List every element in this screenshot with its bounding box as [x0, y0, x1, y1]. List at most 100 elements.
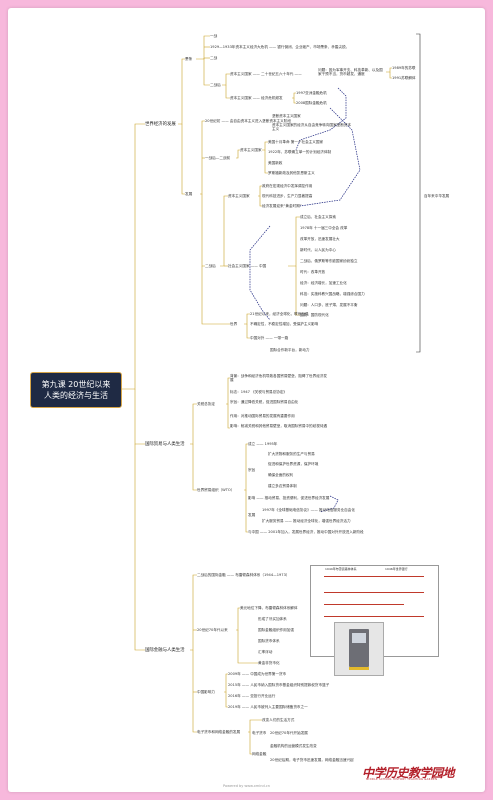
- branch-economy[interactable]: 世界经济的发展: [145, 122, 176, 127]
- table-highlight-4: [324, 616, 424, 618]
- node-keynes: 罗斯福新政及其他凯恩斯主义: [268, 171, 315, 175]
- connector-postwar-soc: [225, 85, 230, 99]
- node-tech-progress: 现代科技进步，生产力显著提高: [262, 194, 313, 198]
- node-monopoly-state: 垄断资本主义国家: [272, 114, 301, 118]
- connector-interwar-1: [262, 141, 268, 151]
- node-bretton-woods[interactable]: 二战后的国际金融 —— 布雷顿森林体系（1944—1973）: [197, 573, 290, 577]
- connector-root-trade: [134, 389, 145, 445]
- table-title-left: 1944年布雷顿森林体系: [325, 567, 357, 571]
- node-wto[interactable]: 世界贸易组织（WTO）: [197, 488, 235, 492]
- connector-postwar-cap: [222, 73, 230, 86]
- connector-wto-bottom: [245, 490, 248, 533]
- connector-dev-postwar: [201, 194, 205, 267]
- node-postwar-b: 二战后: [205, 264, 216, 268]
- connector-crisis-2008: [293, 98, 296, 104]
- node-golden-age: 经济发展迎来“黄金时期”: [262, 204, 302, 208]
- node-gatt-aim: 宗旨：通过降低关税，促进国际贸易自由化: [230, 400, 299, 404]
- node-development[interactable]: 发展: [185, 192, 193, 196]
- dashed-link-3: [249, 225, 271, 321]
- branch-trade[interactable]: 国际贸易与人类生活: [145, 442, 185, 447]
- node-postwar-cap: 资本主义国家: [228, 194, 250, 198]
- node-wto-effect: 影响 —— 推动贸易、投资便利，促进世界经济发展: [248, 496, 330, 500]
- connector-depression-postwar: [203, 58, 210, 86]
- connector-em-bottom: [249, 732, 252, 755]
- root-title-line2: 人类的经济与生活: [44, 391, 108, 400]
- node-cn-2019: 2019年 —— 人民币被列入主要国际储备货币之一: [228, 705, 308, 709]
- node-20c-early: 20世纪初 —— 由自由资本主义进入垄断资本主义阶段: [205, 119, 291, 123]
- node-gatt-bg: 背景：战争和经济危机导致各国贸易壁垒，阻碍了世界经济发展: [230, 374, 328, 382]
- side-bracket: [416, 33, 421, 353]
- node-china-10: 国防：国防现代化: [300, 313, 329, 317]
- node-interwar: 一战后—二战前: [205, 156, 231, 160]
- connector-ussr-1: [386, 67, 392, 73]
- node-china-2: 1978年 十一届三中全会 改革: [300, 226, 348, 230]
- node-e-money[interactable]: 电子货币和网络金融的发展: [197, 730, 241, 734]
- connector-ussr-2: [389, 72, 392, 79]
- node-gov-regulation: 政府在宏观经济中发挥调控作用: [262, 184, 313, 188]
- node-world-2: 不确定性，不稳定性增加，受保护主义影响: [250, 322, 319, 326]
- connector-dev-world: [201, 266, 230, 325]
- node-china-6: 时代：改革开放: [300, 270, 326, 274]
- atm-screen: [352, 633, 366, 643]
- node-world-3: 中国对外 —— 一带一路: [250, 336, 289, 340]
- side-label: 百年来中华发展: [424, 194, 450, 198]
- node-2008-crisis: 2008国际金融危机: [296, 101, 327, 105]
- node-wto-dev-1: 1997年《全球基础电信协议》—— 推动电信服务业自由化: [262, 508, 355, 512]
- node-china-influence[interactable]: 中国影响力: [197, 690, 215, 694]
- node-monopoly-shift: 资本主义国家的经济从自由竞争转向国家垄断资本主义: [272, 123, 352, 131]
- node-em-3: 20世纪70年代开始发展: [270, 731, 308, 735]
- node-cap-1960s: 资本主义国家 —— 二十世纪五六十年代 ——: [230, 72, 302, 76]
- dashed-link-4: [319, 495, 339, 513]
- node-great-crisis: 1929—1933年资本主义经济大危机 —— 银行倒闭、企业破产、市场萧条、矛盾…: [210, 45, 350, 49]
- node-china-1: 成立后，社会主义探索: [300, 215, 336, 219]
- node-world-4: 国际合作新平台，新动力: [270, 348, 310, 352]
- node-wto-founded: 成立 —— 1995年: [248, 442, 278, 446]
- node-1970s-1: 美元地位下降，布雷顿森林体系解体: [240, 606, 298, 610]
- connector-world-2: [246, 324, 250, 339]
- node-em-6: 20世纪后期，电子货币迅速发展，网络金融迅速兴起: [270, 758, 354, 762]
- node-wto-aim-3: 确保全面的权利: [268, 473, 294, 477]
- connector-em-top: [248, 719, 262, 733]
- node-gatt[interactable]: 关税总协定: [197, 402, 215, 406]
- node-ww1: 一战: [210, 34, 218, 38]
- table-highlight-3: [324, 604, 404, 606]
- connector-wto-top: [244, 443, 248, 491]
- connector-interwar-2: [264, 150, 268, 174]
- table-title-right: 1946年世界银行: [385, 567, 408, 571]
- node-1970s[interactable]: 20世纪70年代以来: [197, 628, 228, 632]
- connector-gatt-bottom: [227, 404, 230, 429]
- branch-finance[interactable]: 国际金融与人类生活: [145, 648, 185, 653]
- root-title-line1: 第九课 20世纪以来: [41, 380, 111, 389]
- node-wto-china: 与中国 —— 2001年加入，发展世界经济，推动中国对外开放进入新阶段: [248, 530, 364, 534]
- root-node[interactable]: 第九课 20世纪以来 人类的经济与生活: [30, 372, 122, 408]
- node-interwar-cap: 资本主义国家: [240, 148, 262, 152]
- connector-postwar-cap2: [220, 195, 228, 267]
- connector-china-bottom: [295, 266, 300, 316]
- connector-root-finance: [134, 444, 145, 651]
- connector-china-inf-bottom: [225, 692, 228, 708]
- connector-trade-wto: [192, 444, 197, 491]
- node-wto-aim: 宗旨: [248, 468, 256, 472]
- node-1970s-3: 国际金融组织作用加强: [258, 628, 294, 632]
- dashed-link-2: [299, 107, 361, 207]
- connector-economy-depression: [178, 58, 185, 125]
- node-soviet-plan: 1922年，苏联确立单一的计划经济体制: [268, 150, 332, 154]
- connector-fin-bw: [190, 574, 197, 651]
- node-1970s-2: 形成了牙买加体系: [258, 617, 287, 621]
- node-china-7: 经济：经济增长，加速工业化: [300, 281, 347, 285]
- table-highlight-1: [324, 576, 424, 578]
- node-ussr-1991: 1991苏联解体: [392, 76, 416, 80]
- connector-depression-ww1: [196, 35, 210, 60]
- node-cn-2016: 2016年 —— 亚投行开业运行: [228, 694, 276, 698]
- node-china-5: 二战后，俄罗斯等东欧国家纷纷独立: [300, 259, 358, 263]
- connector-fin-emoney: [192, 650, 197, 733]
- node-postwar-soc: 社会主义国家 —— 中国: [228, 264, 267, 268]
- node-depression[interactable]: 萧条: [185, 57, 193, 61]
- table-highlight-2: [324, 592, 424, 594]
- node-em-5: 金融机构的运营模式发生改变: [270, 744, 317, 748]
- node-october-rev: 美国十月革命 第一个社会主义国家: [268, 140, 324, 144]
- watermark: Powered by www.xmind.cn: [223, 784, 270, 788]
- connector-root-economy: [120, 123, 145, 390]
